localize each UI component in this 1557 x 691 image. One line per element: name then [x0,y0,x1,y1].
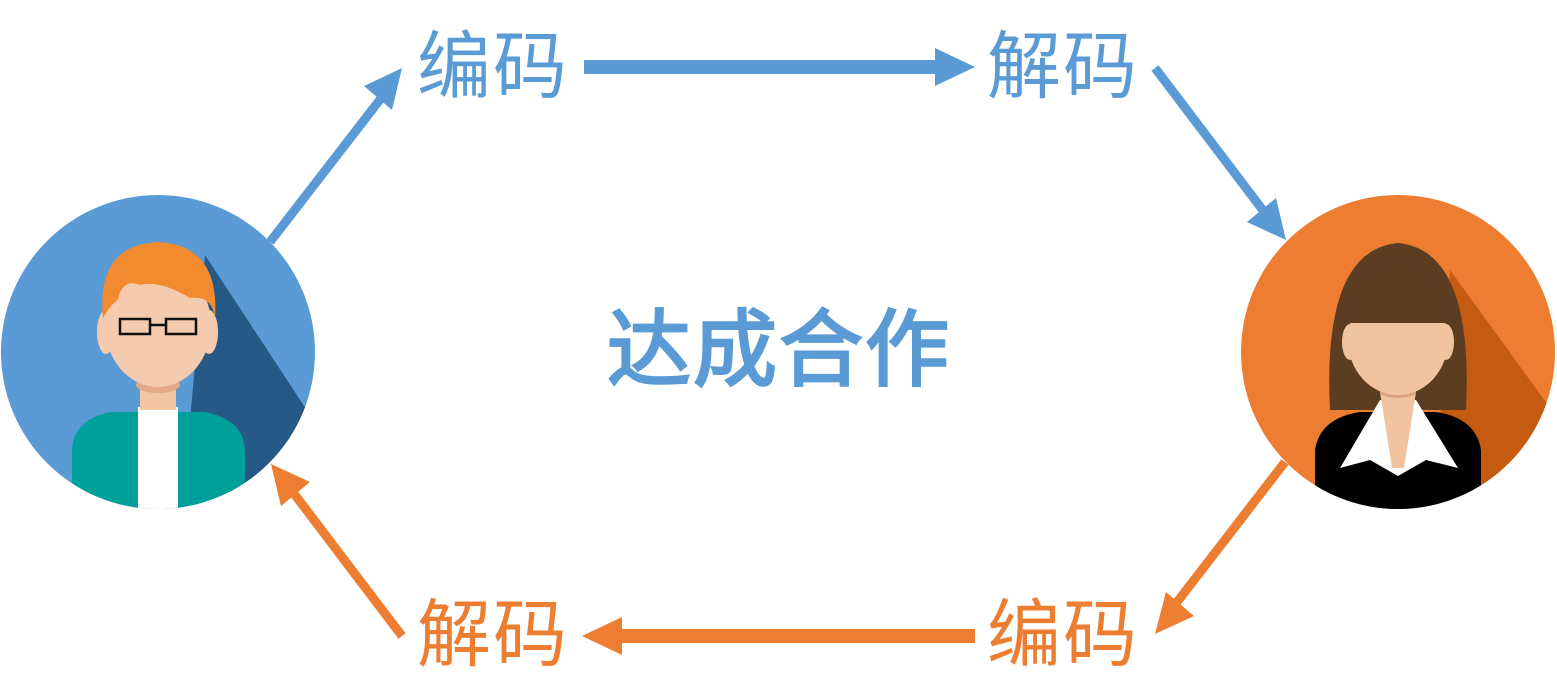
bottom-right-encode-label: 编码 [987,592,1139,678]
bottom-left-decode-label: 解码 [417,592,569,678]
female-avatar-icon [1241,195,1555,509]
male-avatar-icon [1,195,315,509]
top-right-decode-label: 解码 [987,24,1139,110]
arrow-bottom-decode-to-left [271,464,406,639]
arrow-right-to-bottom-encode [1155,459,1289,634]
center-title: 达成合作 [607,301,952,399]
top-left-encode-label: 编码 [417,24,569,110]
arrow-encode-to-decode [584,48,975,86]
arrow-top-decode-to-right [1151,65,1286,240]
arrow-left-to-top-encode [266,68,402,245]
arrow-encode-to-decode-bottom [582,617,975,655]
